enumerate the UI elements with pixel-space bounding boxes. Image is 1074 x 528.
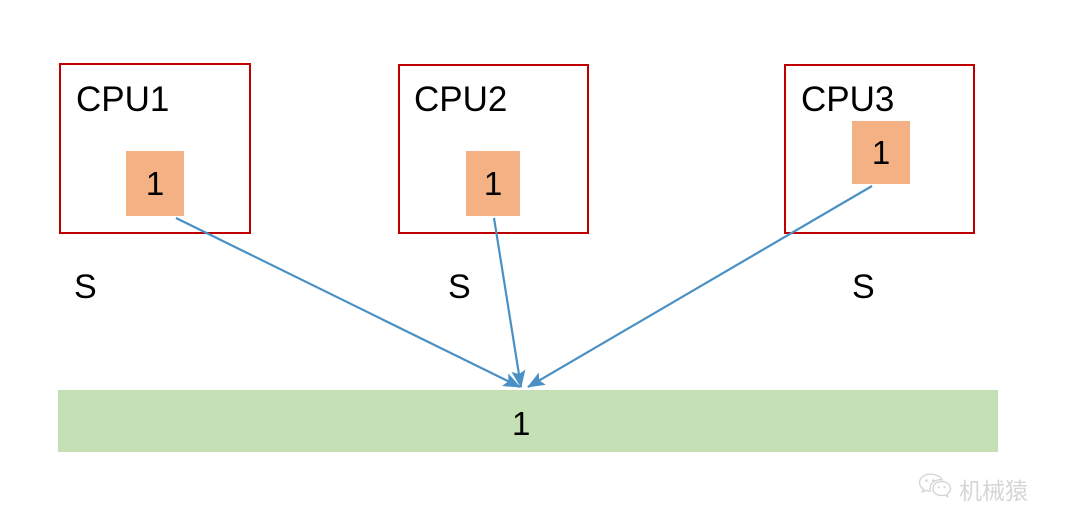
cpu3-cache-block: 1 [852, 121, 910, 184]
watermark-text: 机械猿 [959, 479, 1028, 505]
cpu3-state-label: S [852, 268, 875, 306]
wechat-icon [918, 473, 952, 505]
cpu1-box [59, 63, 251, 234]
cpu2-state-label: S [448, 268, 471, 306]
cpu2-cache-block: 1 [466, 151, 520, 216]
cpu3-box [784, 64, 975, 234]
cpu2-label: CPU2 [414, 80, 508, 119]
cpu1-cache-block: 1 [126, 151, 184, 216]
cpu1-label: CPU1 [76, 80, 170, 119]
cpu1-state-label: S [74, 268, 97, 306]
cpu3-label: CPU3 [801, 80, 895, 119]
main-memory-value: 1 [512, 405, 531, 442]
watermark: 机械猿 [918, 472, 1028, 506]
cpu2-to-memory-arrow [492, 217, 526, 389]
main-memory-bar [58, 390, 998, 452]
